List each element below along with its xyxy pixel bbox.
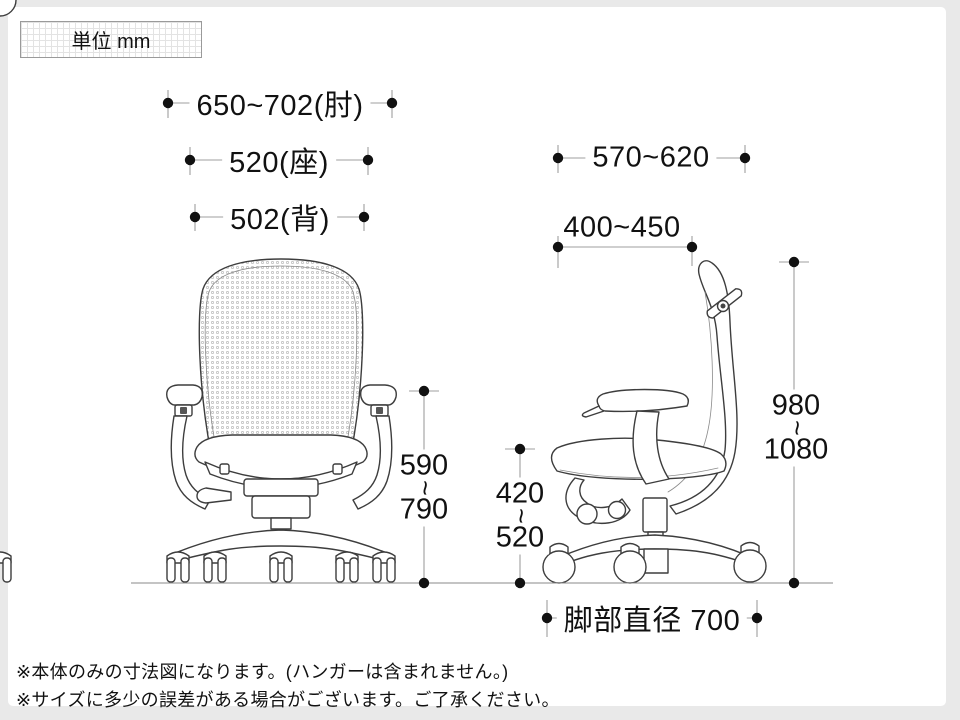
- dim-base-diameter-label: 脚部直径 700: [556, 597, 748, 639]
- dim-total-height-label: 980 ~ 1080: [758, 389, 834, 467]
- tilde-glyph: ~: [782, 420, 813, 436]
- note-line-2: ※サイズに多少の誤差がある場合がございます。ご了承ください。: [16, 690, 560, 710]
- tilde-glyph: ~: [410, 480, 441, 496]
- dim-elbow-width-label: 650~702(肘): [189, 82, 371, 124]
- side-view-chair-drawing: [0, 0, 767, 584]
- front-view-chair-drawing: [0, 258, 397, 583]
- note-line-1: ※本体のみの寸法図になります。(ハンガーは含まれません。): [16, 662, 509, 682]
- dim-seat-width-label: 520(座): [222, 139, 336, 181]
- page-background: [8, 7, 946, 706]
- unit-label: 単位 mm: [71, 31, 151, 53]
- tilde-glyph: ~: [506, 508, 537, 524]
- dim-back-width-label: 502(背): [223, 196, 337, 238]
- unit-box: 単位 mm: [20, 21, 202, 58]
- dim-side-width-label: 570~620: [585, 141, 717, 175]
- dim-seat-depth-label: 400~450: [563, 211, 681, 244]
- dim-seat-height-label: 420 ~ 520: [490, 477, 550, 555]
- dim-front-height-label: 590 ~ 790: [394, 449, 454, 527]
